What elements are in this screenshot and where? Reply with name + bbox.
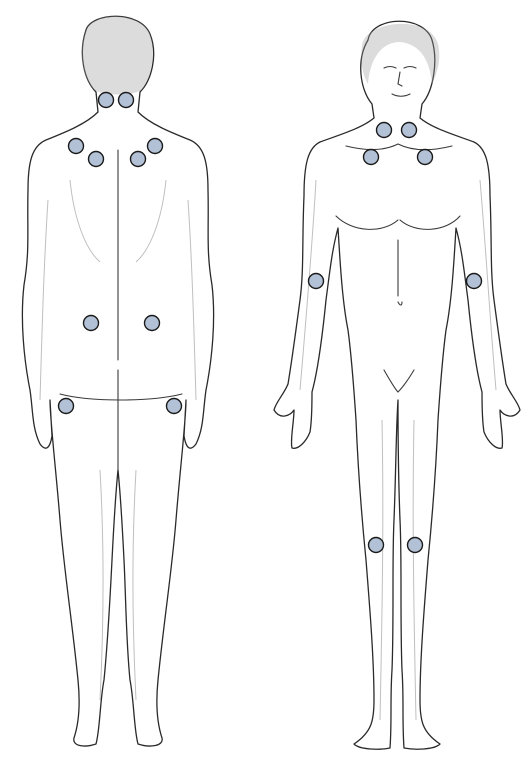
front-knee-right-point xyxy=(408,538,423,553)
back-supraspinatus-left-point xyxy=(89,152,104,167)
front-knee-left-point xyxy=(369,538,384,553)
back-hair xyxy=(82,16,153,94)
back-neck-left-point xyxy=(99,93,114,108)
front-elbow-left-point xyxy=(309,274,324,289)
front-lower-neck-right-point xyxy=(402,123,417,138)
back-supraspinatus-right-point xyxy=(131,152,146,167)
front-body xyxy=(274,21,520,749)
front-view-figure xyxy=(274,21,520,749)
back-neck-right-point xyxy=(119,93,134,108)
back-trapezius-left-point xyxy=(69,139,84,154)
front-second-rib-left-point xyxy=(364,150,379,165)
back-trapezius-right-point xyxy=(148,139,163,154)
back-hip-right-point xyxy=(167,399,182,414)
back-lower-back-right-point xyxy=(145,316,160,331)
back-lower-back-left-point xyxy=(84,316,99,331)
back-view-figure xyxy=(22,16,213,746)
front-elbow-right-point xyxy=(467,274,482,289)
front-lower-neck-left-point xyxy=(377,123,392,138)
back-hip-left-point xyxy=(59,399,74,414)
front-second-rib-right-point xyxy=(418,150,433,165)
